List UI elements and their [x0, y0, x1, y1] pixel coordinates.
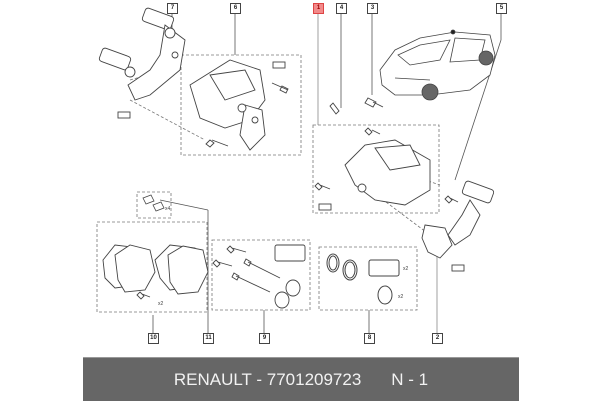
- callout-2[interactable]: 2: [432, 333, 443, 344]
- callout-1-highlighted[interactable]: 1: [313, 3, 324, 14]
- parts-diagram: x4 x2 x2 x2: [96, 3, 507, 344]
- callout-number-label: N - 1: [391, 369, 429, 389]
- exploded-view-drawing: x4 x2 x2 x2: [96, 7, 502, 333]
- callout-7[interactable]: 7: [167, 3, 178, 14]
- callout-11[interactable]: 11: [203, 333, 214, 344]
- svg-text:x2: x2: [158, 301, 164, 307]
- callout-9[interactable]: 9: [259, 333, 270, 344]
- callout-3[interactable]: 3: [367, 3, 378, 14]
- part-number: 7701209723: [266, 369, 362, 389]
- svg-text:x4: x4: [165, 206, 171, 212]
- svg-text:x2: x2: [403, 266, 409, 272]
- svg-text:x2: x2: [398, 294, 404, 300]
- callout-4[interactable]: 4: [336, 3, 347, 14]
- callout-5[interactable]: 5: [496, 3, 507, 14]
- part-info-footer: RENAULT - 7701209723 N - 1: [83, 357, 519, 401]
- callout-10[interactable]: 10: [148, 333, 159, 344]
- callout-6[interactable]: 6: [230, 3, 241, 14]
- brand-name: RENAULT: [173, 369, 252, 389]
- separator: -: [251, 369, 267, 389]
- part-reference: RENAULT - 7701209723: [174, 370, 361, 390]
- callout-8[interactable]: 8: [364, 333, 375, 344]
